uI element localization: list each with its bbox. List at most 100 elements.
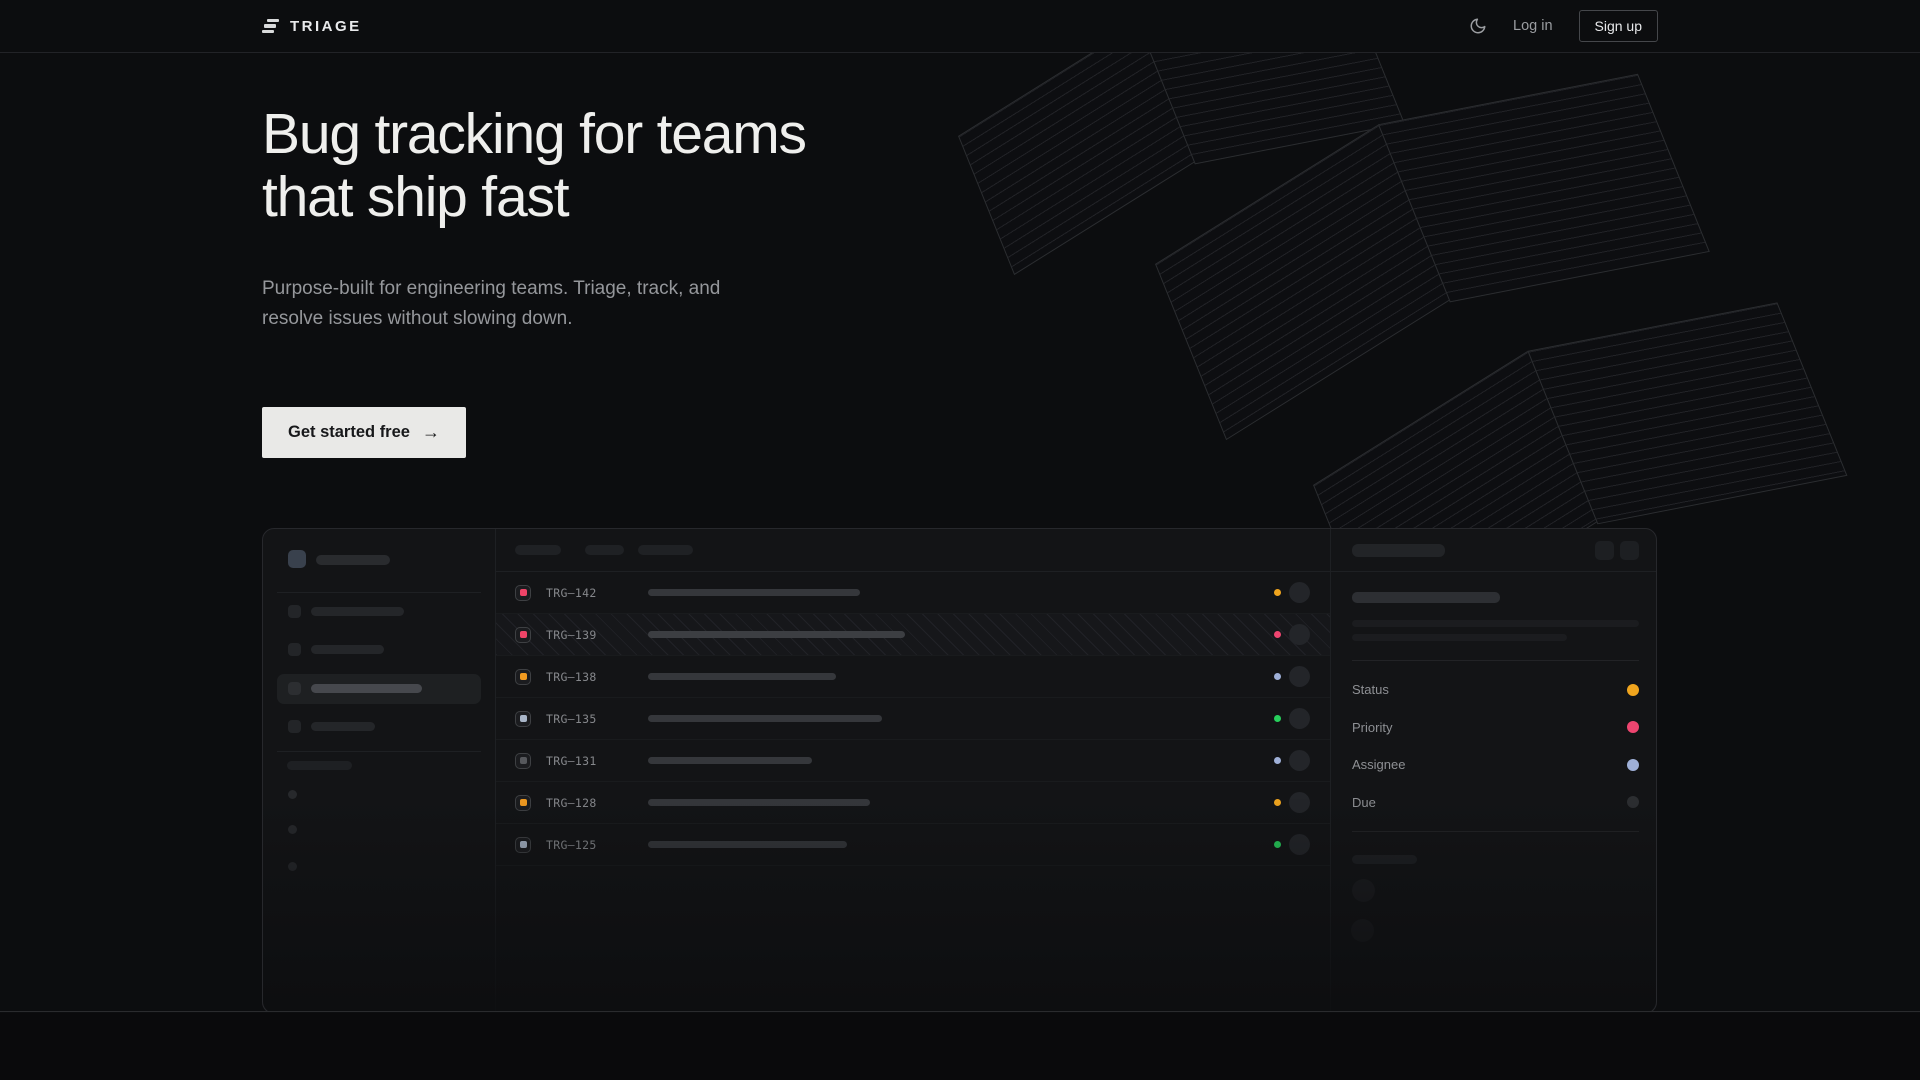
issue-title-skeleton: [648, 799, 870, 806]
avatar: [1289, 708, 1310, 729]
issue-id: TRG–128: [546, 795, 597, 810]
issue-row: TRG–131: [496, 740, 1330, 782]
theme-toggle-button[interactable]: [1469, 17, 1487, 35]
sidebar-dot: [288, 825, 297, 834]
detail-action-button: [1620, 541, 1639, 560]
issue-id: TRG–138: [546, 669, 597, 684]
status-dot: [1274, 673, 1281, 680]
sidebar-nav-item: [277, 597, 481, 627]
navbar: TRIAGE Log in Sign up: [262, 0, 1658, 52]
signup-button[interactable]: Sign up: [1578, 10, 1658, 42]
list-header: [496, 529, 1330, 572]
status-dot: [1274, 589, 1281, 596]
avatar: [1289, 750, 1310, 771]
issue-id: TRG–125: [546, 837, 597, 852]
status-dot: [1274, 631, 1281, 638]
filter-pill-skeleton: [515, 545, 561, 555]
issue-title-skeleton: [648, 631, 905, 638]
detail-field-row: Status: [1352, 671, 1639, 709]
detail-header-skeleton: [1352, 544, 1445, 557]
triage-logo-icon: [262, 18, 279, 34]
filter-pill-skeleton: [585, 545, 624, 555]
sidebar-nav-item: [277, 635, 481, 665]
status-dot: [1274, 757, 1281, 764]
detail-field-value-dot: [1627, 758, 1639, 771]
arrow-right-icon: →: [421, 422, 440, 442]
detail-field-row: Due: [1352, 784, 1639, 822]
sidebar-dot: [288, 790, 297, 799]
issue-type-icon: [515, 668, 531, 685]
sidebar-dot: [288, 862, 297, 871]
detail-header: [1331, 529, 1656, 572]
activity-avatar: [1351, 919, 1374, 942]
issue-title-skeleton: [648, 715, 882, 722]
detail-field-label: Assignee: [1352, 757, 1406, 773]
divider: [1352, 660, 1639, 661]
issue-type-icon: [515, 710, 531, 727]
hero-title: Bug tracking for teams that ship fast: [262, 102, 807, 229]
workspace-icon: [288, 550, 306, 568]
detail-field-label: Priority: [1352, 719, 1393, 735]
avatar: [1289, 834, 1310, 855]
brand[interactable]: TRIAGE: [262, 18, 362, 35]
hero-section: Bug tracking for teams that ship fast Pu…: [0, 52, 1920, 1012]
divider: [277, 592, 481, 593]
divider: [1352, 831, 1639, 832]
hero-subtitle: Purpose-built for engineering teams. Tri…: [262, 278, 721, 329]
issue-id: TRG–139: [546, 627, 597, 642]
issue-type-icon: [515, 584, 531, 601]
next-section: [0, 1013, 1920, 1080]
filter-pill-skeleton: [638, 545, 693, 555]
status-dot: [1274, 715, 1281, 722]
detail-desc-skeleton: [1352, 634, 1567, 641]
login-link[interactable]: Log in: [1513, 18, 1553, 34]
issue-type-icon: [515, 836, 531, 853]
issue-row: TRG–139: [496, 614, 1330, 656]
detail-field-label: Due: [1352, 794, 1376, 810]
detail-desc-skeleton: [1352, 620, 1639, 627]
issue-id: TRG–135: [546, 711, 597, 726]
issue-title-skeleton: [648, 841, 847, 848]
issue-title-skeleton: [648, 673, 836, 680]
get-started-button[interactable]: Get started free →: [262, 407, 466, 458]
issue-id: TRG–142: [546, 585, 597, 600]
avatar: [1289, 792, 1310, 813]
detail-field-value-dot: [1627, 721, 1639, 734]
divider: [277, 751, 481, 752]
brand-name: TRIAGE: [290, 17, 362, 35]
detail-field-label: Status: [1352, 682, 1389, 698]
issue-row: TRG–138: [496, 656, 1330, 698]
issue-title-skeleton: [648, 589, 860, 596]
issue-title-skeleton: [648, 757, 812, 764]
issue-row: TRG–125: [496, 824, 1330, 866]
sidebar-nav-item: [277, 712, 481, 742]
sidebar-nav-item-active: [277, 674, 481, 704]
detail-title-skeleton: [1352, 592, 1500, 603]
workspace-name-skeleton: [316, 555, 390, 565]
moon-icon: [1470, 18, 1486, 34]
mockup-sidebar: [263, 529, 496, 1011]
issue-row: TRG–135: [496, 698, 1330, 740]
avatar: [1289, 624, 1310, 645]
detail-action-button: [1595, 541, 1614, 560]
issue-type-icon: [515, 752, 531, 769]
avatar: [1289, 666, 1310, 687]
issue-type-icon: [515, 626, 531, 643]
activity-avatar: [1352, 879, 1375, 902]
sidebar-section-skeleton: [287, 761, 352, 770]
issue-row: TRG–142: [496, 572, 1330, 614]
detail-activity-skeleton: [1352, 855, 1417, 864]
issue-id: TRG–131: [546, 753, 597, 768]
detail-field-row: Assignee: [1352, 746, 1639, 784]
status-dot: [1274, 799, 1281, 806]
issue-type-icon: [515, 794, 531, 811]
issue-row: TRG–128: [496, 782, 1330, 824]
detail-field-value-dot: [1627, 683, 1639, 696]
detail-field-row: Priority: [1352, 709, 1639, 747]
status-dot: [1274, 841, 1281, 848]
avatar: [1289, 582, 1310, 603]
detail-field-value-dot: [1627, 796, 1639, 809]
